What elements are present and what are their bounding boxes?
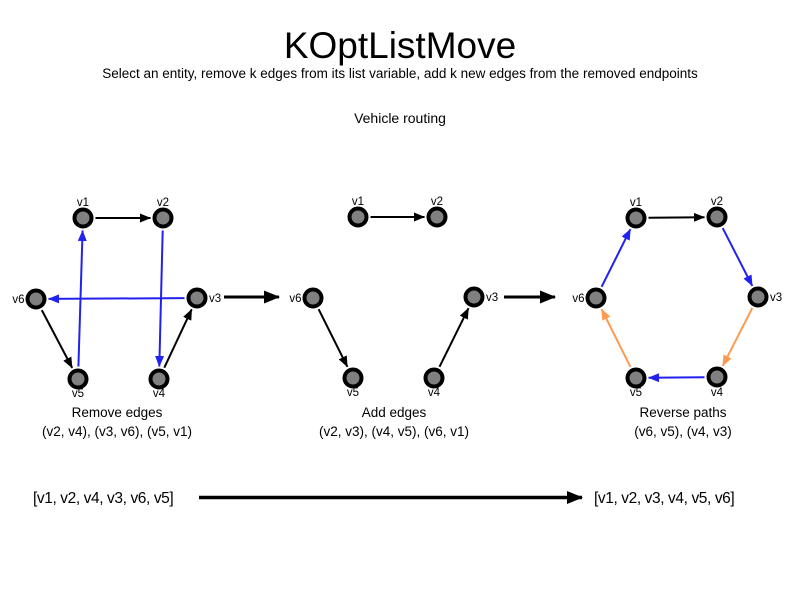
node-v5-label: v5 [72, 388, 84, 400]
node-v5-circle [342, 367, 364, 389]
node-v1: v1 [625, 197, 647, 229]
node-v6-circle [25, 288, 47, 310]
node-v4: v4 [706, 366, 728, 399]
list-after: [v1, v2, v3, v4, v5, v6] [594, 490, 734, 507]
node-v1-circle [72, 207, 94, 229]
list-before: [v1, v2, v4, v3, v6, v5] [33, 490, 173, 507]
node-v1-circle [625, 207, 647, 229]
node-v6: v6 [12, 288, 47, 310]
caption-remove-edges-detail: (v2, v4), (v3, v6), (v5, v1) [42, 424, 192, 439]
node-v5: v5 [625, 367, 647, 399]
node-v3: v3 [186, 287, 221, 309]
node-v5: v5 [67, 368, 89, 400]
node-v1-circle [347, 206, 369, 228]
node-v5: v5 [342, 367, 364, 399]
node-v2-circle [152, 207, 174, 229]
subtitle: Select an entity, remove k edges from it… [102, 66, 698, 81]
node-v3-label: v3 [770, 292, 782, 304]
node-v4: v4 [423, 367, 445, 399]
node-v5-circle [625, 367, 647, 389]
edge-v2-v3-added [721, 227, 754, 287]
node-v2-label: v2 [711, 196, 723, 208]
node-v1-label: v1 [630, 197, 642, 209]
node-v4-circle [148, 368, 170, 390]
edge-v6-v5 [40, 309, 74, 369]
node-v6-label: v6 [572, 293, 584, 305]
edge-v5-v1-removed [77, 230, 87, 367]
caption-reverse-paths-detail: (v6, v5), (v4, v3) [634, 424, 732, 439]
node-v1-label: v1 [77, 197, 89, 209]
edge-v6-v5 [317, 308, 349, 368]
node-v2-label: v2 [157, 197, 169, 209]
graph-reverse-paths: v1 v2 v6 v3 v5 v4 Reverse paths [572, 196, 782, 439]
caption-remove-edges: Remove edges [72, 405, 163, 420]
node-v2: v2 [706, 196, 728, 228]
node-v1: v1 [72, 197, 94, 229]
caption-add-edges-detail: (v2, v3), (v4, v5), (v6, v1) [319, 424, 469, 439]
graph-remove-edges: v1 v2 v6 v3 v5 v4 Remove [12, 197, 221, 439]
edge-v4-v3 [438, 307, 470, 368]
edge-v4-v5-added [648, 373, 705, 383]
node-v4: v4 [148, 368, 170, 400]
node-v6-circle [302, 287, 324, 309]
edge-v1-v2 [648, 212, 705, 222]
node-v3-circle [186, 287, 208, 309]
node-v6: v6 [289, 287, 324, 309]
caption-reverse-paths: Reverse paths [639, 405, 726, 420]
list-transformation: [v1, v2, v4, v3, v6, v5] [v1, v2, v3, v4… [33, 490, 735, 507]
node-v3-circle [747, 286, 769, 308]
node-v5-label: v5 [347, 387, 359, 399]
node-v4-circle [706, 366, 728, 388]
node-v5-label: v5 [630, 387, 642, 399]
node-v3: v3 [463, 286, 498, 308]
node-v3-circle [463, 286, 485, 308]
edge-v3-v6-removed [48, 294, 185, 304]
node-v1: v1 [347, 196, 369, 228]
node-v2-circle [706, 206, 728, 228]
node-v3: v3 [747, 286, 782, 308]
edge-v6-v1-added [600, 228, 632, 288]
node-v4-label: v4 [153, 388, 166, 400]
node-v6-label: v6 [289, 293, 301, 305]
node-v5-circle [67, 368, 89, 390]
node-v2-circle [426, 206, 448, 228]
edge-v4-v3 [163, 308, 193, 369]
graph-add-edges: v1 v2 v6 v3 v5 v4 Add edges [289, 196, 498, 439]
node-v6-circle [585, 287, 607, 309]
node-v3-label: v3 [209, 293, 221, 305]
node-v2: v2 [152, 197, 174, 229]
node-v2-label: v2 [431, 196, 443, 208]
edge-v3-v4-reversed [721, 307, 754, 367]
context-label: Vehicle routing [354, 110, 446, 126]
node-v2: v2 [426, 196, 448, 228]
node-v3-label: v3 [486, 292, 498, 304]
caption-add-edges: Add edges [362, 405, 427, 420]
edge-v5-v6-reversed [600, 308, 632, 368]
node-v4-label: v4 [711, 387, 724, 399]
node-v4-label: v4 [428, 387, 441, 399]
node-v6: v6 [572, 287, 607, 309]
node-v6-label: v6 [12, 294, 24, 306]
node-v4-circle [423, 367, 445, 389]
node-v1-label: v1 [352, 196, 364, 208]
page-title: KOptListMove [283, 25, 517, 66]
